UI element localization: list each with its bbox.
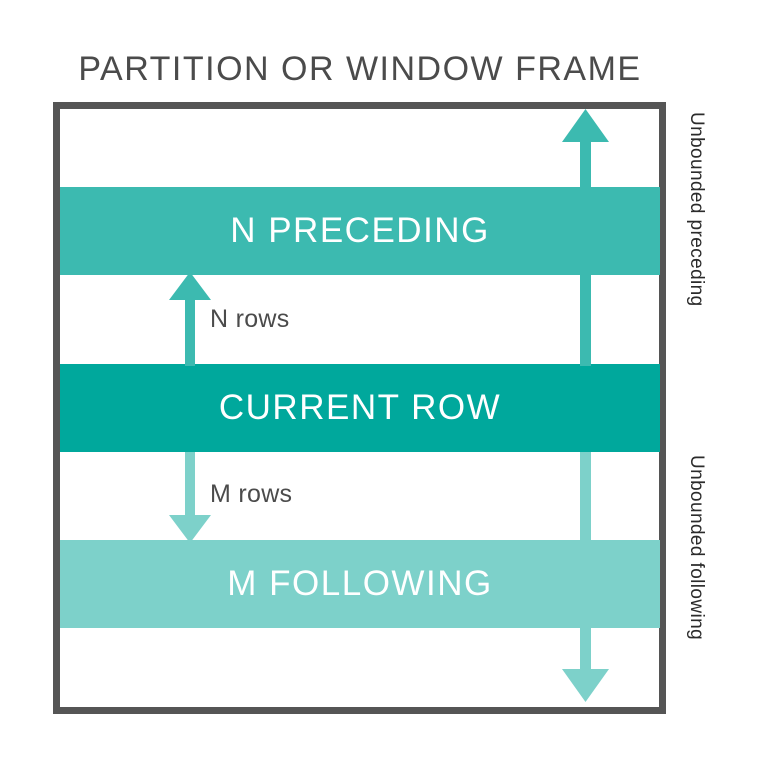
page-title: PARTITION OR WINDOW FRAME [78, 50, 642, 88]
band-n-preceding-label: N PRECEDING [230, 211, 490, 250]
unbounded-preceding-label: Unbounded preceding [686, 112, 707, 307]
band-m-following-label: M FOLLOWING [227, 564, 493, 603]
n-rows-label: N rows [210, 305, 290, 333]
band-n-preceding: N PRECEDING [60, 187, 660, 275]
m-rows-label: M rows [210, 480, 293, 508]
band-m-following: M FOLLOWING [60, 540, 660, 628]
band-current-row: CURRENT ROW [60, 364, 660, 452]
band-current-row-label: CURRENT ROW [218, 388, 502, 427]
unbounded-following-label: Unbounded following [686, 455, 707, 641]
